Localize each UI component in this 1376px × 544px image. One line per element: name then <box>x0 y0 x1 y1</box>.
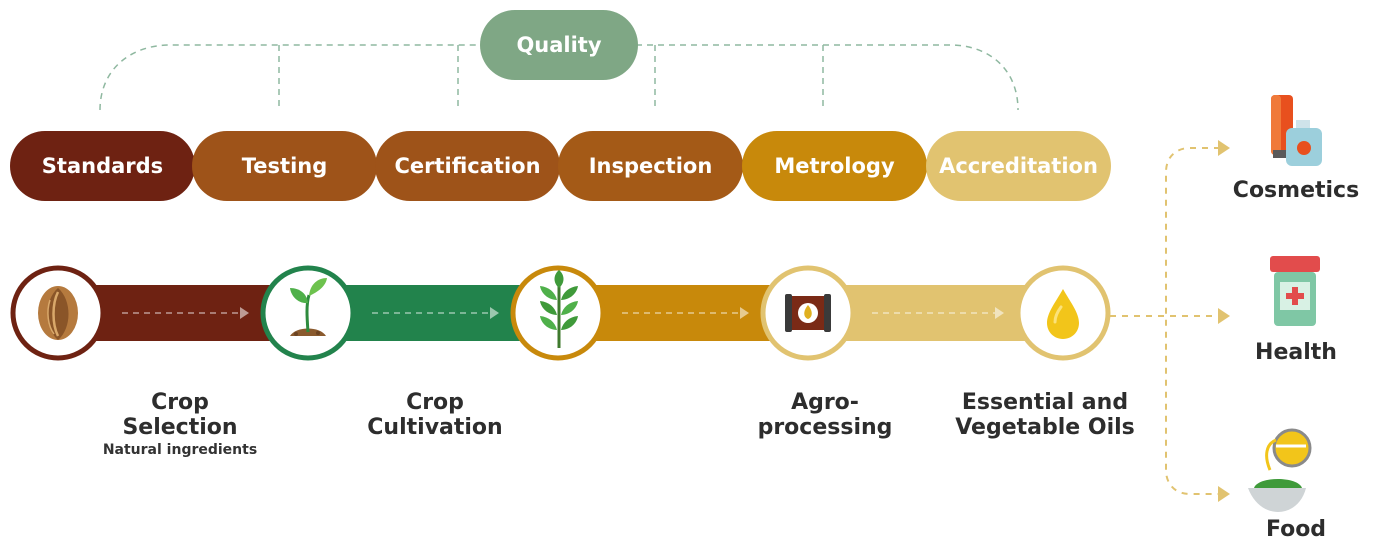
stage-label-line: Cultivation <box>367 415 503 440</box>
stage-circle-2 <box>260 265 356 361</box>
stage-label-line: Crop <box>151 390 209 415</box>
stage-subtitle: Natural ingredients <box>102 442 258 458</box>
stage-circle-5 <box>1015 265 1111 361</box>
arrow-head-2 <box>490 307 499 319</box>
stage-label-line: processing <box>757 415 893 440</box>
stage-circle-3 <box>510 265 606 361</box>
stage-label-line: Vegetable Oils <box>955 415 1135 440</box>
stage-label-line: Agro- <box>791 390 859 415</box>
stage-label-line: Crop <box>406 390 464 415</box>
stage-label-crop-selection: Crop Selection Natural ingredients <box>95 390 265 460</box>
product-label-health: Health <box>1255 340 1337 365</box>
almond-icon <box>38 286 78 340</box>
stage-label-crop-cultivation: Crop Cultivation <box>350 390 520 440</box>
medicine-bottle-icon <box>1270 256 1320 326</box>
arrow-head-4 <box>995 307 1004 319</box>
pill-standards: Standards <box>10 131 195 201</box>
stage-label-agro-processing: Agro- processing <box>740 390 910 440</box>
oil-pouring-icon <box>1248 428 1312 512</box>
stage-label-oils: Essential and Vegetable Oils <box>935 390 1155 440</box>
arrow-head-3 <box>740 307 749 319</box>
arrow-head-health <box>1218 308 1230 324</box>
arrow-head-1 <box>240 307 249 319</box>
product-connector <box>1110 147 1220 495</box>
leaf-branch-icon <box>540 270 578 348</box>
sprout-icon <box>290 278 327 336</box>
pill-accreditation: Accreditation <box>926 131 1111 201</box>
stage-label-line: Selection <box>122 415 238 440</box>
stage-label-line: Essential and <box>961 390 1129 415</box>
product-label-cosmetics: Cosmetics <box>1232 178 1360 203</box>
stage-circle-4 <box>760 265 856 361</box>
arrow-head-cosmetics <box>1218 140 1230 156</box>
arrow-head-food <box>1218 486 1230 502</box>
cosmetics-icon <box>1271 95 1322 166</box>
product-label-food: Food <box>1265 517 1327 542</box>
pill-testing: Testing <box>192 131 377 201</box>
quality-badge: Quality <box>480 10 638 80</box>
pill-metrology: Metrology <box>742 131 927 201</box>
oil-drop-icon <box>1047 289 1079 339</box>
press-machine-icon <box>785 294 831 332</box>
stage-circle-1 <box>10 265 106 361</box>
pill-certification: Certification <box>375 131 560 201</box>
pill-inspection: Inspection <box>558 131 743 201</box>
quality-bracket <box>99 44 1019 111</box>
